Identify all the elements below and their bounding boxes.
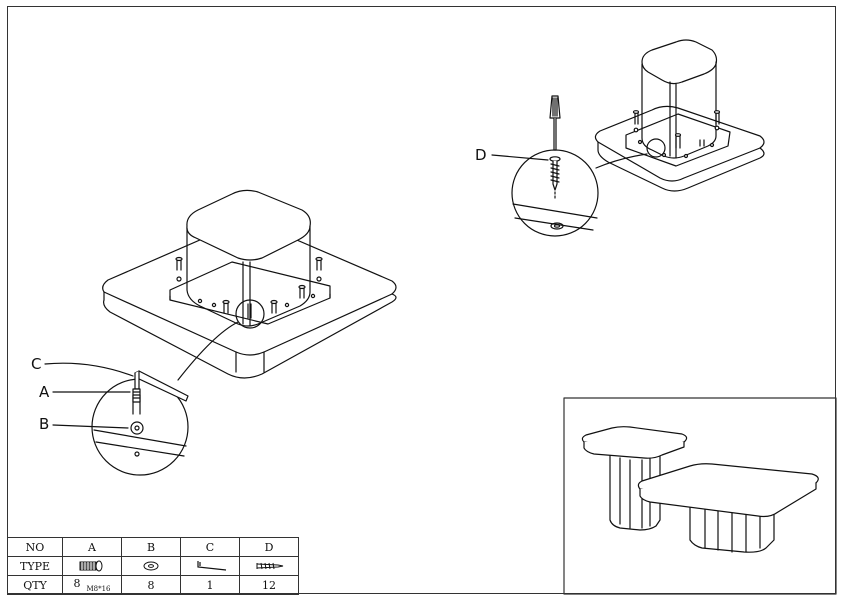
screw-d-detail (549, 156, 561, 201)
allen-key-icon (197, 561, 227, 571)
parts-list-table: NO A B C D TYPE (7, 537, 299, 595)
row-label-qty: QTY (7, 575, 63, 595)
callout-d-label: D (475, 146, 487, 164)
screwdriver (549, 95, 561, 151)
row-label-no: NO (7, 537, 63, 557)
callout-c-leader (44, 362, 134, 377)
small-screws (632, 110, 721, 159)
part-b-no: B (121, 537, 181, 557)
bolt-icon (79, 560, 103, 572)
callout-b-leader (52, 424, 129, 429)
part-d-no: D (239, 537, 299, 557)
large-bolts (175, 256, 323, 319)
large-pedestal (186, 189, 311, 327)
small-detail-leader (595, 153, 648, 169)
callout-c-label: C (31, 355, 42, 373)
callout-d-leader (491, 154, 549, 161)
part-c-no: C (180, 537, 240, 557)
parts-row-no: NO A B C D (7, 537, 299, 557)
allen-key (134, 370, 189, 402)
callout-b-label: B (39, 415, 50, 433)
small-detail-marker (646, 138, 666, 158)
finished-small-table (581, 426, 688, 531)
page-frame (7, 6, 836, 594)
finished-large-table (637, 463, 819, 553)
large-detail-leader (177, 321, 239, 381)
parts-row-type: TYPE (7, 556, 299, 576)
bolt-a-detail (132, 388, 141, 403)
part-b-qty: 8 (121, 575, 181, 595)
part-a-spec: M8*16 (86, 584, 111, 593)
part-a-qty: 8 (73, 577, 81, 591)
large-detail-marker (235, 299, 265, 329)
part-d-qty: 12 (239, 575, 299, 595)
small-pedestal (641, 39, 718, 159)
large-detail-circle (91, 378, 189, 476)
small-mounting-plate (625, 113, 731, 167)
finished-product-inset (563, 397, 837, 595)
part-a-no: A (62, 537, 122, 557)
callout-a-label: A (39, 383, 50, 401)
row-label-type: TYPE (7, 556, 63, 576)
part-c-qty: 1 (180, 575, 240, 595)
wood-screw-icon (256, 562, 284, 570)
washer-icon (143, 561, 159, 571)
